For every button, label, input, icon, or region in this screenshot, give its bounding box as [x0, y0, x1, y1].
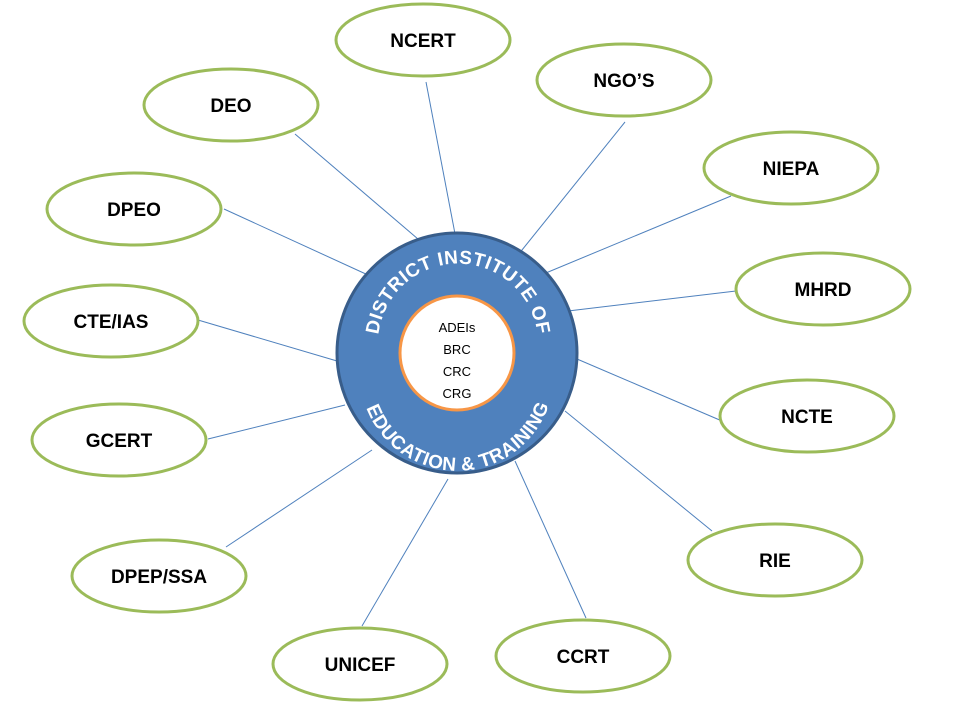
connector-ncte — [576, 358, 723, 422]
node-label-gcert: GCERT — [86, 431, 153, 452]
node-label-rie: RIE — [759, 551, 791, 572]
inner-item-crg: CRG — [443, 386, 472, 401]
node-label-cte-ias: CTE/IAS — [74, 312, 149, 333]
inner-item-brc: BRC — [443, 342, 470, 357]
node-label-dpep-ssa: DPEP/SSA — [111, 567, 207, 588]
node-niepa: NIEPA — [702, 130, 880, 206]
node-ellipse-cte-ias — [22, 283, 200, 359]
connector-gcert — [207, 404, 346, 440]
node-ellipse-ccrt — [494, 618, 672, 694]
inner-item-crc: CRC — [443, 364, 471, 379]
node-label-ngos: NGO’S — [593, 71, 654, 92]
node-dpep-ssa: DPEP/SSA — [70, 538, 248, 614]
node-label-unicef: UNICEF — [325, 655, 396, 676]
connector-dpep-ssa — [225, 449, 373, 548]
connector-ngos — [517, 121, 626, 256]
node-gcert: GCERT — [30, 402, 208, 478]
node-label-niepa: NIEPA — [763, 159, 820, 180]
inner-item-adeis: ADEIs — [439, 320, 476, 335]
node-ngos: NGO’S — [535, 42, 713, 118]
node-label-mhrd: MHRD — [795, 280, 852, 301]
node-ellipse-unicef — [271, 626, 449, 702]
node-mhrd: MHRD — [734, 251, 912, 327]
node-group: NCERT NGO’S NIEPA MHRD NCTE RIE CCRT UNICEF DPEP… — [22, 2, 912, 702]
node-ellipse-ncert — [334, 2, 512, 78]
node-ellipse-deo — [142, 67, 320, 143]
connector-unicef — [361, 478, 449, 627]
node-rie: RIE — [686, 522, 864, 598]
connector-niepa — [540, 195, 732, 276]
node-label-ncert: NCERT — [390, 31, 456, 52]
diet-hub: DISTRICT INSTITUTE OF EDUCATION & TRAINI… — [335, 231, 579, 476]
node-label-ccrt: CCRT — [557, 647, 610, 668]
node-ellipse-dpep-ssa — [70, 538, 248, 614]
node-ellipse-niepa — [702, 130, 880, 206]
node-label-dpeo: DPEO — [107, 200, 161, 221]
node-label-deo: DEO — [210, 96, 251, 117]
node-cte-ias: CTE/IAS — [22, 283, 200, 359]
node-ellipse-ncte — [718, 378, 896, 454]
node-label-ncte: NCTE — [781, 407, 833, 428]
connector-mhrd — [567, 290, 737, 312]
connector-dpeo — [223, 208, 369, 276]
node-ellipse-dpeo — [45, 171, 223, 247]
connector-lines — [197, 81, 737, 627]
node-ellipse-ngos — [535, 42, 713, 118]
connector-cte-ias — [197, 319, 338, 362]
node-ellipse-mhrd — [734, 251, 912, 327]
hub-inner-circle — [398, 294, 516, 412]
node-unicef: UNICEF — [271, 626, 449, 702]
node-ellipse-gcert — [30, 402, 208, 478]
node-ccrt: CCRT — [494, 618, 672, 694]
connector-rie — [564, 410, 713, 532]
node-ncert: NCERT — [334, 2, 512, 78]
node-ncte: NCTE — [718, 378, 896, 454]
connector-ncert — [425, 81, 457, 240]
connector-deo — [294, 133, 426, 246]
connector-ccrt — [514, 460, 587, 619]
node-ellipse-rie — [686, 522, 864, 598]
node-dpeo: DPEO — [45, 171, 223, 247]
node-deo: DEO — [142, 67, 320, 143]
